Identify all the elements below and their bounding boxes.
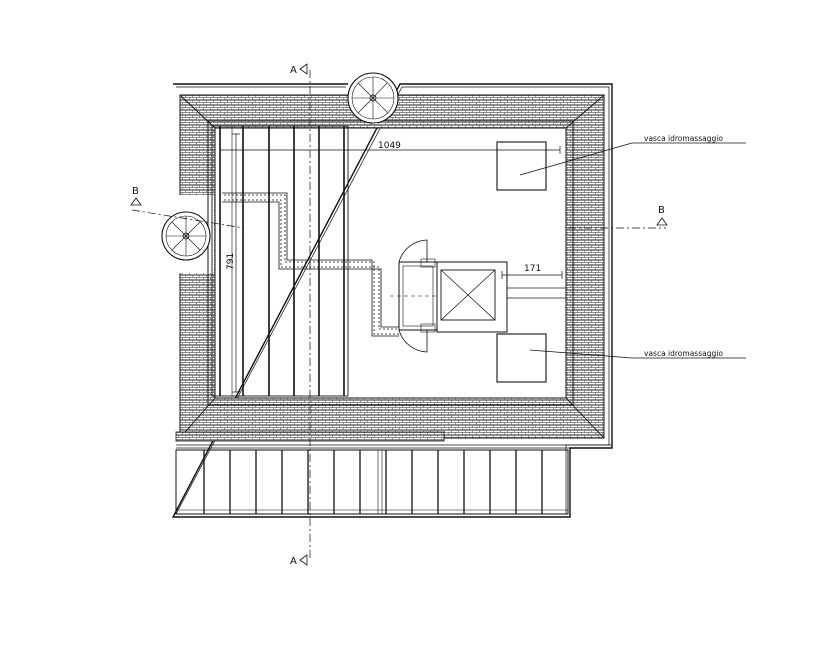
whirlpool-tub-top	[496, 141, 746, 191]
section-b-right-label: B	[658, 205, 665, 216]
spiral-stair-left	[161, 211, 211, 261]
pergola-beams	[211, 125, 349, 397]
section-a-bottom-label: A	[290, 556, 297, 567]
tub-top-label: vasca idromassaggio	[644, 134, 723, 143]
skylight	[436, 261, 567, 333]
section-markers	[130, 63, 668, 566]
whirlpool-tub-bottom	[496, 333, 746, 383]
dim-skylight-label: 171	[524, 264, 541, 274]
section-a-top-label: A	[290, 65, 297, 76]
pergola-bottom	[175, 449, 569, 515]
access-walkway	[222, 192, 399, 337]
spiral-stair-top	[347, 72, 399, 124]
stair-access-room	[390, 239, 438, 353]
tub-bottom-label: vasca idromassaggio	[644, 349, 723, 358]
dim-width-label: 1049	[378, 141, 401, 151]
section-b-left-label: B	[132, 186, 139, 197]
dim-height-label: 791	[226, 253, 236, 270]
dimension-lines	[219, 133, 563, 393]
section-lines	[131, 70, 666, 560]
